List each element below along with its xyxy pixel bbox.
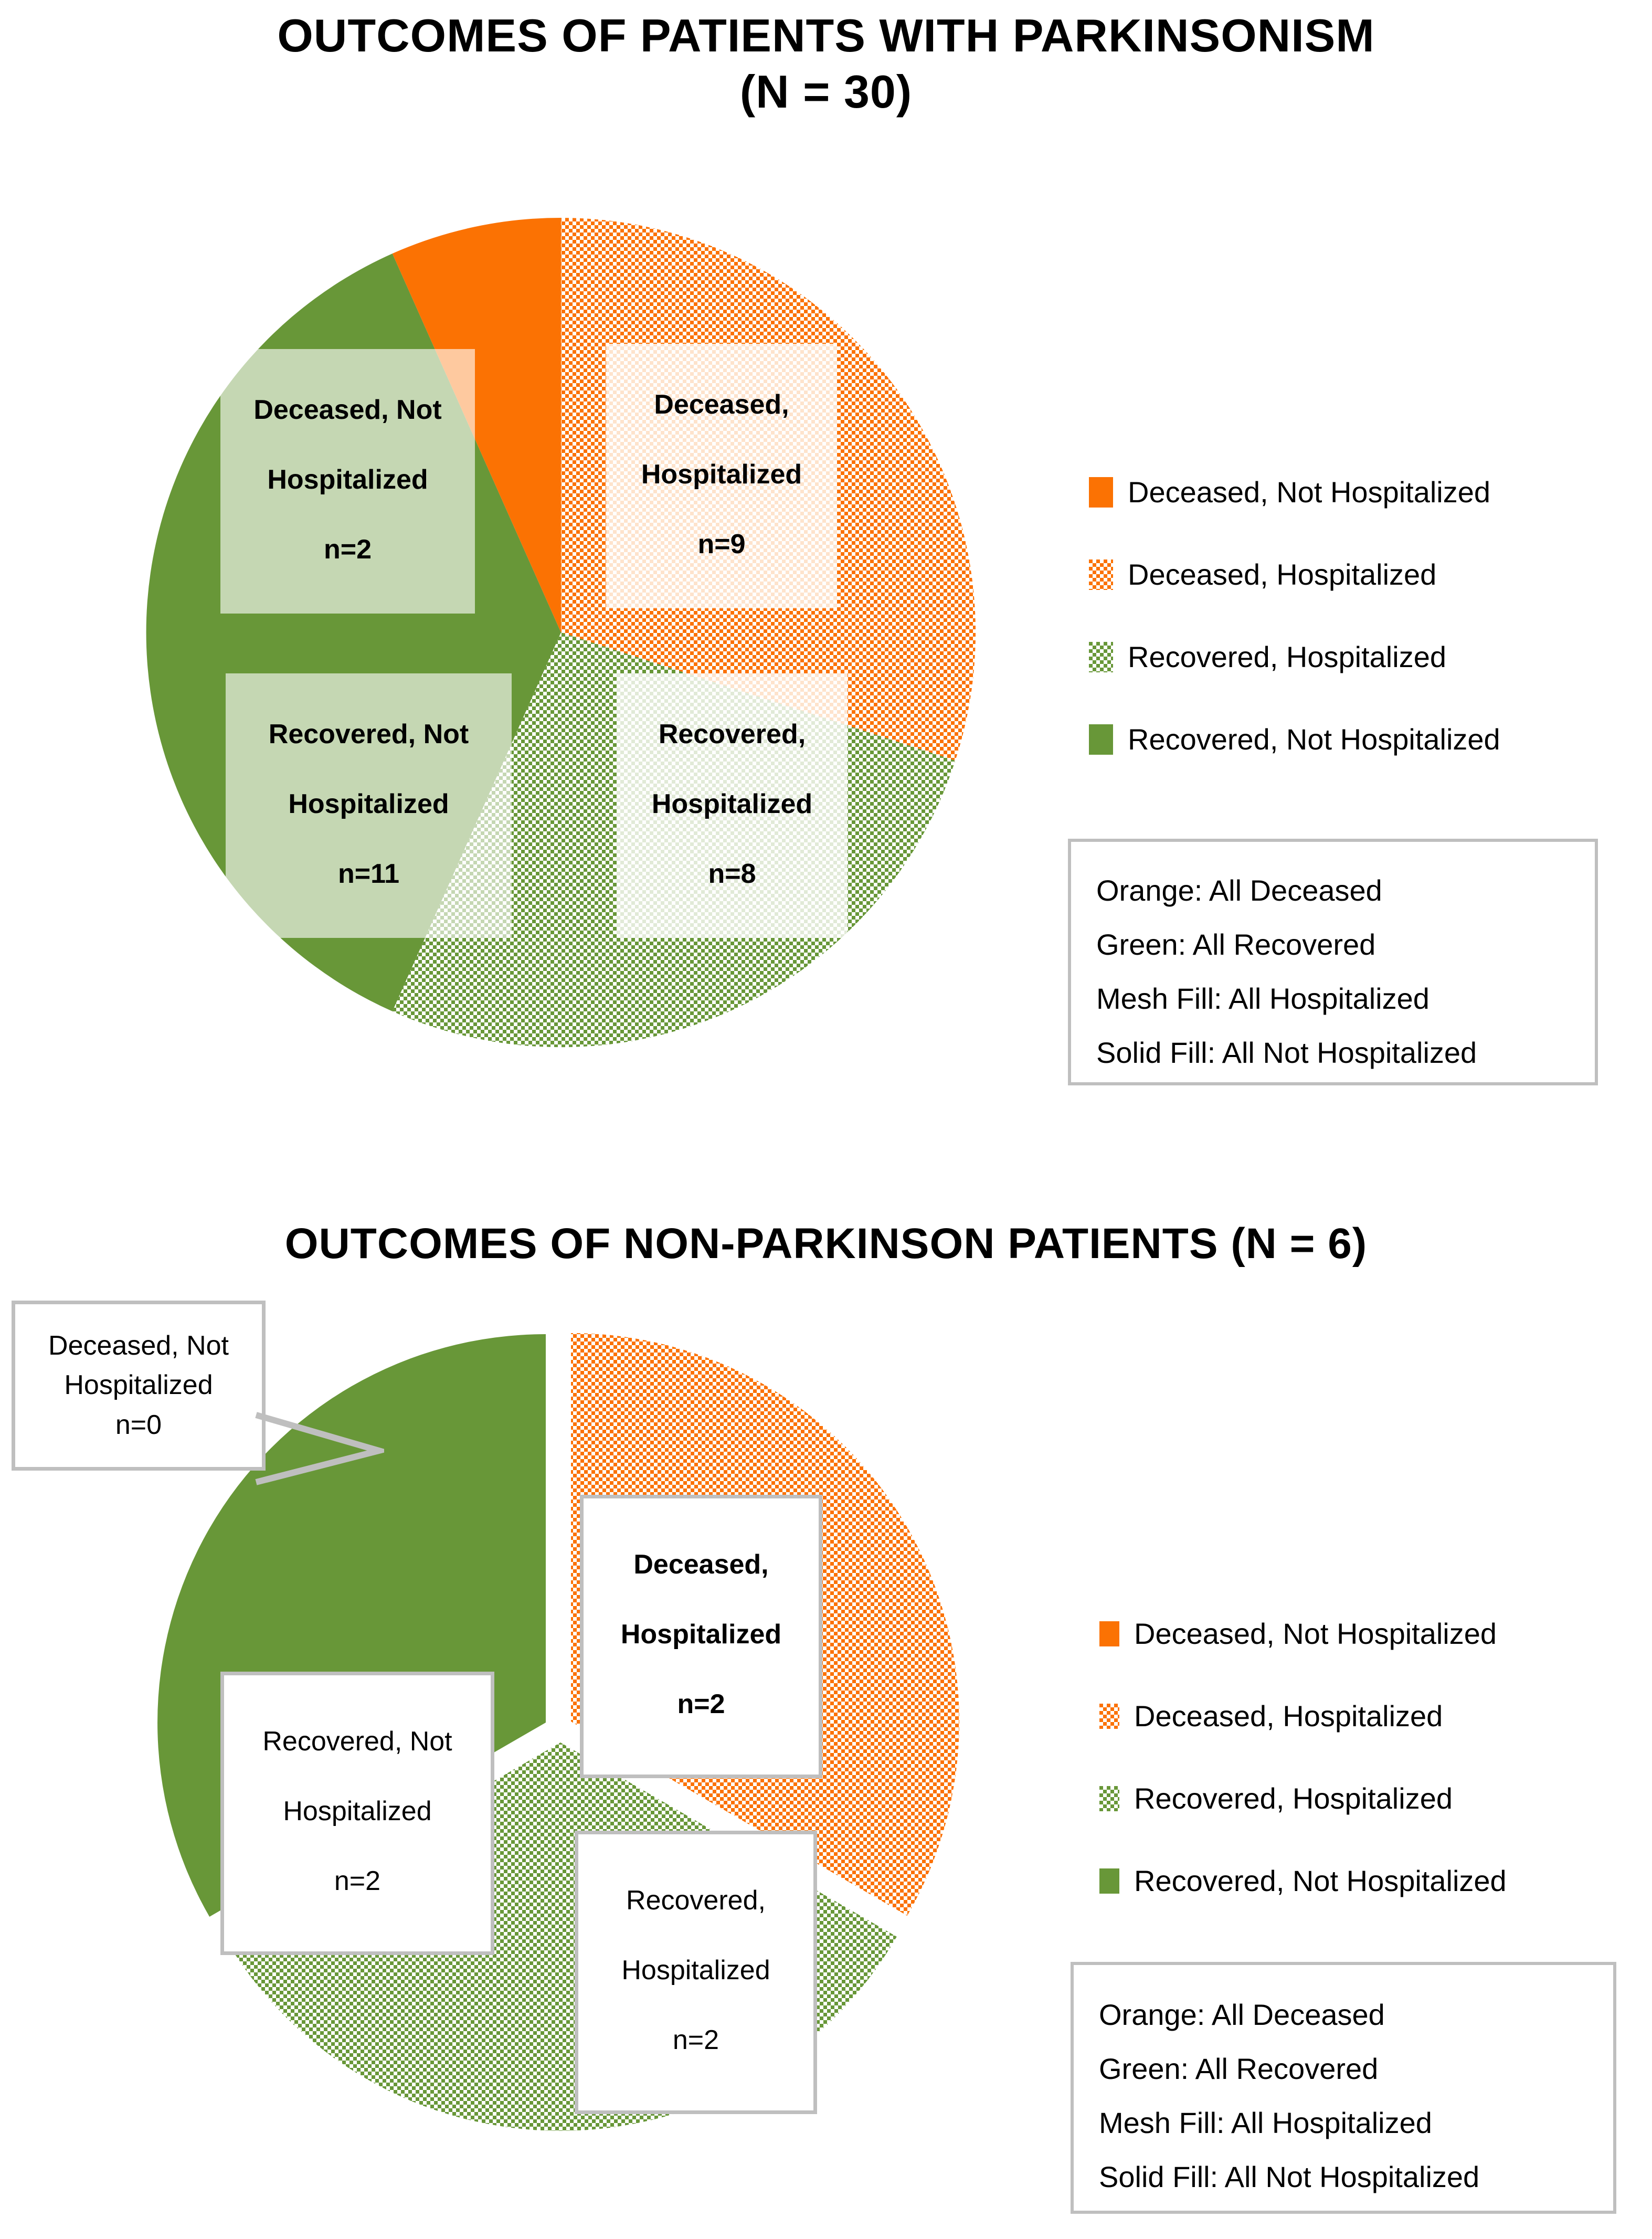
chart1-legend: Deceased, Not Hospitalized Deceased, Hos…: [1089, 475, 1640, 756]
label-line-3: n=2: [677, 1688, 725, 1719]
label-line-3: n=2: [672, 2024, 719, 2055]
label-line-2: Hospitalized: [651, 788, 813, 819]
chart-non-parkinson: OUTCOMES OF NON-PARKINSON PATIENTS (N = …: [0, 1186, 1652, 2239]
label-line-2: Hospitalized: [641, 459, 802, 490]
legend-label: Recovered, Hospitalized: [1134, 1782, 1453, 1815]
note-line-green: Green: All Recovered: [1099, 2052, 1379, 2085]
legend-item-deceased-not-hospitalized[interactable]: Deceased, Not Hospitalized: [1089, 475, 1640, 509]
legend-label: Recovered, Not Hospitalized: [1134, 1864, 1507, 1897]
note-line-green: Green: All Recovered: [1096, 928, 1376, 961]
label-line-2: Hospitalized: [288, 788, 449, 819]
note-line-mesh: Mesh Fill: All Hospitalized: [1096, 982, 1429, 1015]
legend-item-deceased-hospitalized[interactable]: Deceased, Hospitalized: [1089, 557, 1640, 592]
legend-label: Deceased, Not Hospitalized: [1128, 476, 1491, 509]
label-line-1: Recovered,: [626, 1885, 766, 1916]
label-line-3: n=11: [337, 858, 400, 889]
label-line-3: n=9: [697, 529, 746, 559]
note-line-solid: Solid Fill: All Not Hospitalized: [1096, 1036, 1477, 1069]
label-line-3: n=2: [323, 534, 372, 565]
pie2-label-recovered-not-hospitalized: Recovered, Not Hospitalized n=2: [220, 1672, 494, 1955]
solid-orange-swatch-icon: [1099, 1621, 1119, 1646]
mesh-orange-swatch-icon: [1089, 559, 1113, 590]
legend-label: Recovered, Not Hospitalized: [1128, 723, 1500, 756]
pie1-label-deceased-not-hospitalized: Deceased, Not Hospitalized n=2: [220, 349, 475, 614]
legend-item-deceased-hospitalized[interactable]: Deceased, Hospitalized: [1099, 1699, 1650, 1733]
legend-item-deceased-not-hospitalized[interactable]: Deceased, Not Hospitalized: [1099, 1617, 1650, 1651]
callout-line-3: n=0: [115, 1409, 162, 1440]
callout-line-2: Hospitalized: [64, 1370, 213, 1401]
label-line-2: Hospitalized: [267, 464, 428, 495]
callout-deceased-not-hospitalized: Deceased, Not Hospitalized n=0: [12, 1301, 266, 1471]
callout-line-1: Deceased, Not: [48, 1330, 229, 1361]
label-line-1: Deceased,: [654, 389, 789, 420]
legend-label: Deceased, Not Hospitalized: [1134, 1617, 1497, 1650]
label-line-1: Deceased,: [633, 1549, 769, 1580]
chart2-title: OUTCOMES OF NON-PARKINSON PATIENTS (N = …: [284, 1220, 1368, 1268]
label-line-1: Recovered, Not: [262, 1726, 452, 1757]
legend-item-recovered-hospitalized[interactable]: Recovered, Hospitalized: [1089, 640, 1640, 674]
chart2-note-box: Orange: All Deceased Green: All Recovere…: [1071, 1962, 1616, 2214]
label-line-1: Deceased, Not: [253, 394, 442, 425]
mesh-green-swatch-icon: [1099, 1786, 1119, 1811]
note-line-mesh: Mesh Fill: All Hospitalized: [1099, 2106, 1432, 2139]
note-line-solid: Solid Fill: All Not Hospitalized: [1099, 2160, 1480, 2193]
label-line-2: Hospitalized: [620, 1619, 782, 1650]
solid-green-swatch-icon: [1099, 1868, 1119, 1894]
legend-label: Deceased, Hospitalized: [1128, 558, 1437, 591]
chart-parkinsonism: OUTCOMES OF PATIENTS WITH PARKINSONISM (…: [146, 9, 1640, 1085]
label-line-3: n=8: [708, 858, 756, 889]
mesh-orange-swatch-icon: [1099, 1703, 1119, 1729]
legend-item-recovered-not-hospitalized[interactable]: Recovered, Not Hospitalized: [1089, 722, 1640, 756]
pie1-label-recovered-not-hospitalized: Recovered, Not Hospitalized n=11: [226, 673, 512, 938]
callout-pointer-icon: [255, 1412, 384, 1485]
legend-item-recovered-not-hospitalized[interactable]: Recovered, Not Hospitalized: [1099, 1864, 1650, 1898]
legend-label: Recovered, Hospitalized: [1128, 640, 1446, 673]
chart1-note-box: Orange: All Deceased Green: All Recovere…: [1068, 839, 1598, 1085]
pie1-label-deceased-hospitalized: Deceased, Hospitalized n=9: [606, 344, 837, 608]
solid-orange-swatch-icon: [1089, 477, 1113, 508]
pie2-label-recovered-hospitalized: Recovered, Hospitalized n=2: [575, 1831, 817, 2114]
label-line-2: Hospitalized: [283, 1796, 432, 1826]
label-line-3: n=2: [334, 1865, 381, 1896]
legend-item-recovered-hospitalized[interactable]: Recovered, Hospitalized: [1099, 1781, 1650, 1815]
pie2-label-deceased-hospitalized: Deceased, Hospitalized n=2: [580, 1495, 822, 1778]
chart1-title: OUTCOMES OF PATIENTS WITH PARKINSONISM (…: [277, 9, 1375, 118]
legend-label: Deceased, Hospitalized: [1134, 1699, 1443, 1733]
solid-green-swatch-icon: [1089, 724, 1113, 755]
note-line-orange: Orange: All Deceased: [1096, 874, 1382, 907]
mesh-green-swatch-icon: [1089, 641, 1113, 672]
slice-deceased-not-hospitalized: [392, 217, 561, 632]
label-line-2: Hospitalized: [621, 1955, 770, 1985]
label-line-1: Recovered,: [658, 719, 806, 749]
note-line-orange: Orange: All Deceased: [1099, 1998, 1385, 2031]
chart2-legend-inner: Deceased, Not Hospitalized Deceased, Hos…: [1099, 1617, 1650, 1898]
pie1-label-recovered-hospitalized: Recovered, Hospitalized n=8: [617, 673, 848, 938]
label-line-1: Recovered, Not: [268, 719, 469, 749]
